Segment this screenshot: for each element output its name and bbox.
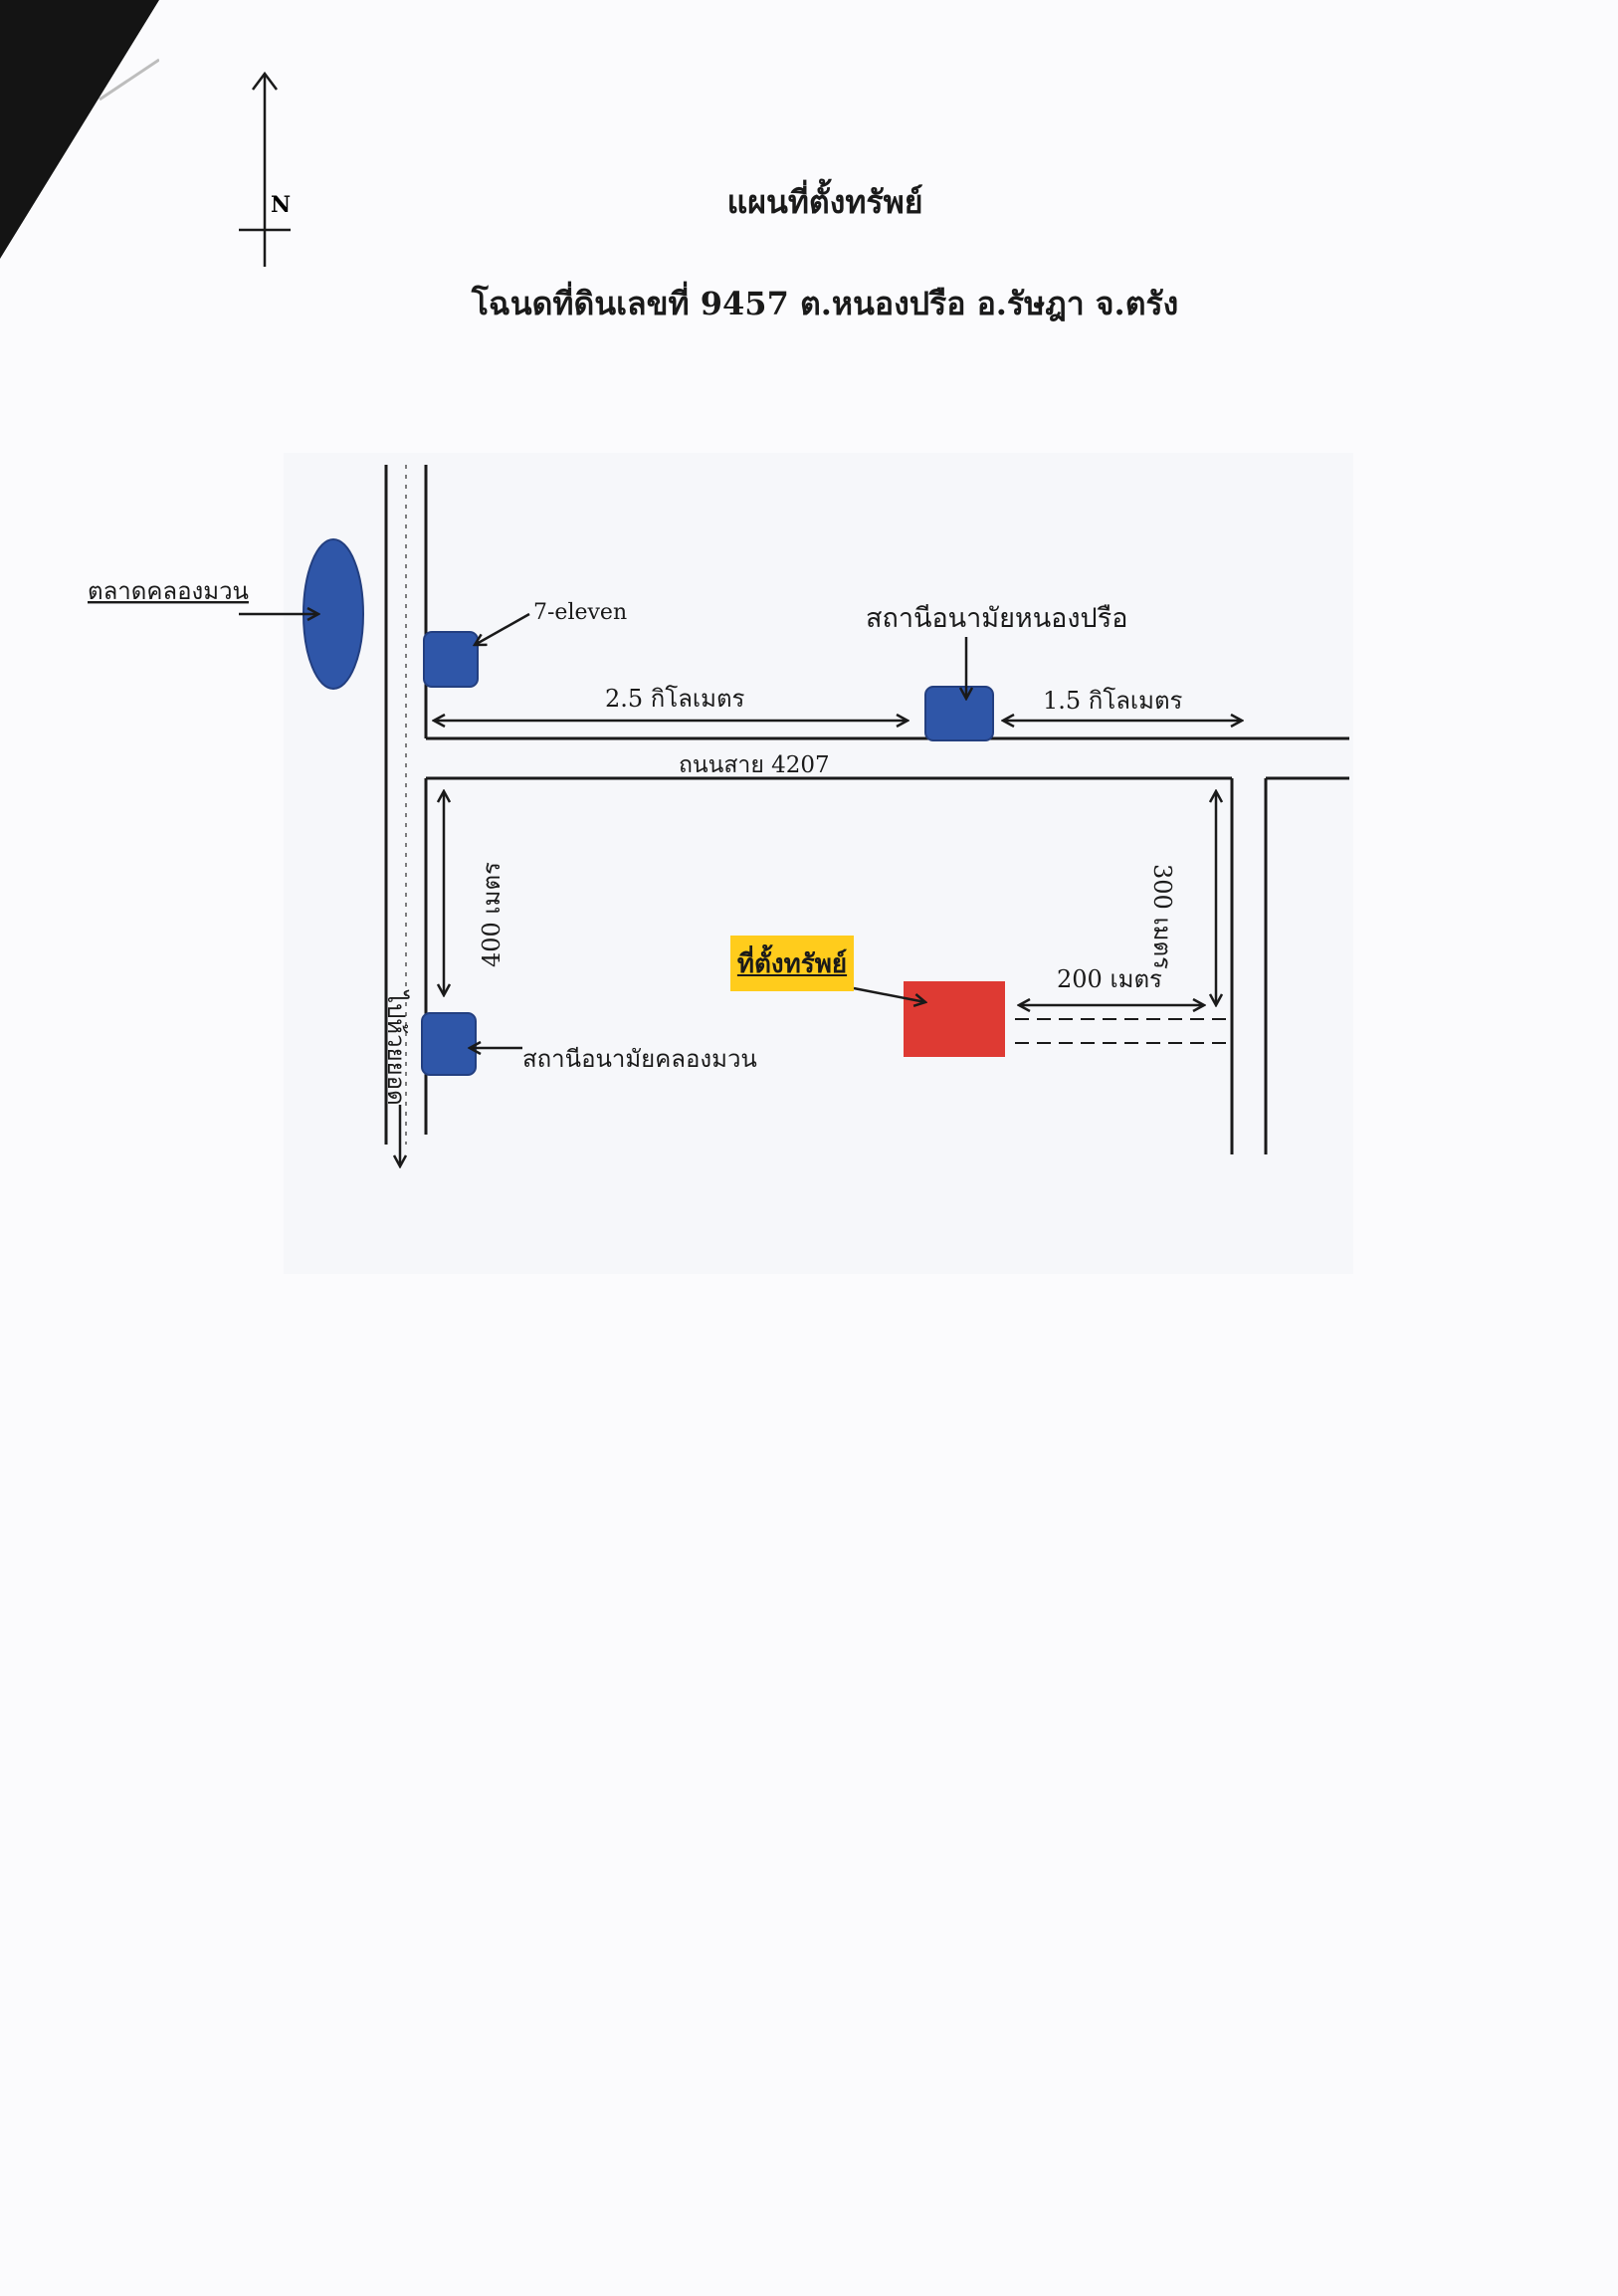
map-panel (284, 453, 1353, 1274)
health-station-south-label: สถานีอนามัยคลองมวน (522, 1045, 757, 1073)
road-west-vertical (384, 465, 428, 1145)
road-east-vertical (1230, 778, 1268, 1154)
health-station-north-label: สถานีอนามัยหนองปรือ (866, 603, 1127, 634)
property-label: ที่ตั้งทรัพย์ (730, 936, 854, 991)
property-marker (904, 981, 1005, 1057)
road-to-huai-yot-label: ไปห้วยยอด (382, 991, 410, 1106)
seven-eleven-pointer (475, 612, 530, 645)
seven-eleven-marker (423, 631, 479, 688)
distance-1-5km-label: 1.5 กิโลเมตร (1043, 687, 1183, 715)
folded-page-corner (0, 0, 159, 259)
road-4207 (426, 736, 1349, 780)
property-pointer (853, 986, 925, 1002)
map-subtitle: โฉนดที่ดินเลขที่ 9457 ต.หนองปรือ อ.รัษฎา… (471, 285, 1179, 322)
road-4207-label: ถนนสาย 4207 (679, 752, 830, 778)
health-station-south-marker (421, 1012, 477, 1076)
north-arrow-icon: N (239, 71, 291, 267)
distance-200m-label: 200 เมตร (1057, 965, 1162, 993)
north-label: N (271, 192, 291, 218)
north-arrow: N (231, 68, 301, 277)
distance-2-5km-label: 2.5 กิโลเมตร (605, 685, 745, 713)
distance-300m-label: 300 เมตร (1148, 864, 1176, 969)
health-station-north-marker (924, 686, 994, 741)
seven-eleven-label: 7-eleven (533, 600, 627, 625)
map-title: แผนที่ตั้งทรัพย์ (726, 183, 923, 221)
market-label: ตลาดคลองมวน (88, 577, 249, 605)
distance-400m-label: 400 เมตร (478, 862, 506, 967)
lane-to-property (1015, 1018, 1230, 1044)
